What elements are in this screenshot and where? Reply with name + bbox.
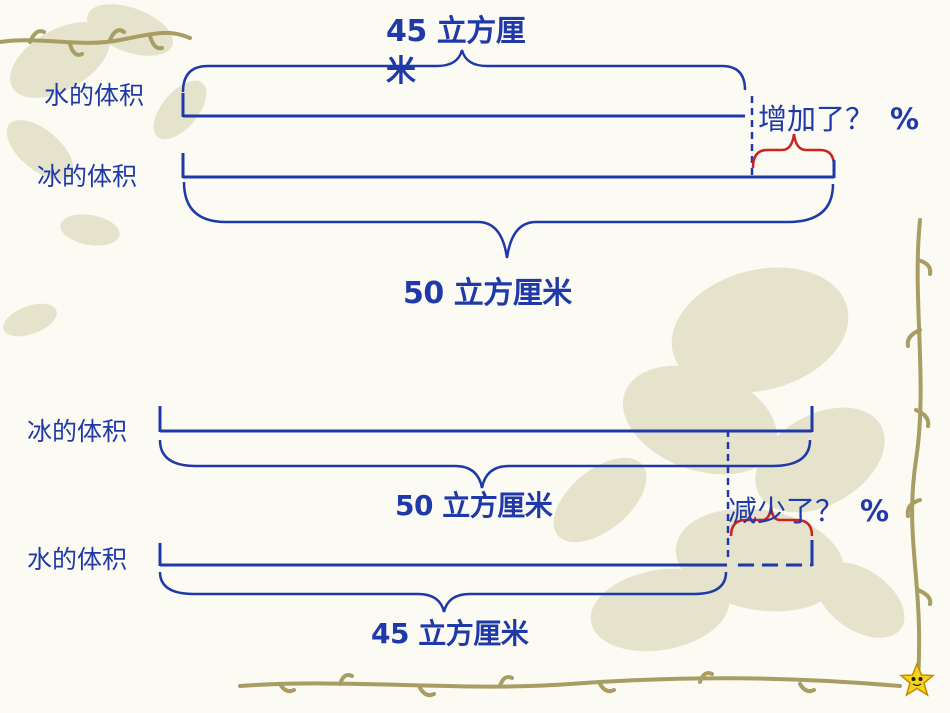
bottom-ice-amount: 50 立方厘米 — [395, 489, 553, 522]
star-mascot-icon[interactable] — [898, 662, 936, 698]
bottom-water-brace — [158, 571, 728, 613]
bottom-question-text: 减少了？ — [728, 494, 845, 528]
bottom-water-amount: 45 立方厘米 — [371, 617, 529, 650]
top-water-label: 水的体积 — [44, 81, 145, 110]
top-water-bar — [181, 93, 745, 118]
top-question-text: 增加了？ — [758, 102, 875, 136]
top-percent: % — [890, 102, 920, 136]
bottom-ice-brace — [158, 439, 812, 489]
bottom-percent: % — [860, 494, 890, 528]
leaf-pattern — [3, 4, 905, 652]
top-water-brace — [181, 49, 747, 93]
bottom-decrease-brace — [729, 505, 814, 537]
top-increase-brace — [751, 133, 836, 169]
top-ice-label: 冰的体积 — [37, 162, 138, 191]
top-water-amount: 45 立方厘米 — [386, 14, 526, 89]
bottom-ice-label: 冰的体积 — [27, 417, 128, 446]
top-ice-bar — [181, 153, 836, 179]
top-ice-amount: 50 立方厘米 — [403, 276, 572, 311]
bottom-water-bar — [158, 543, 727, 567]
bottom-ice-bar — [158, 406, 814, 433]
top-question: 增加了？% — [758, 96, 919, 138]
bottom-water-label: 水的体积 — [27, 545, 128, 574]
top-ice-brace — [182, 181, 835, 259]
bottom-missing-dashed — [738, 540, 814, 567]
bottom-question: 减少了？% — [728, 488, 889, 530]
vine-border — [0, 28, 933, 698]
